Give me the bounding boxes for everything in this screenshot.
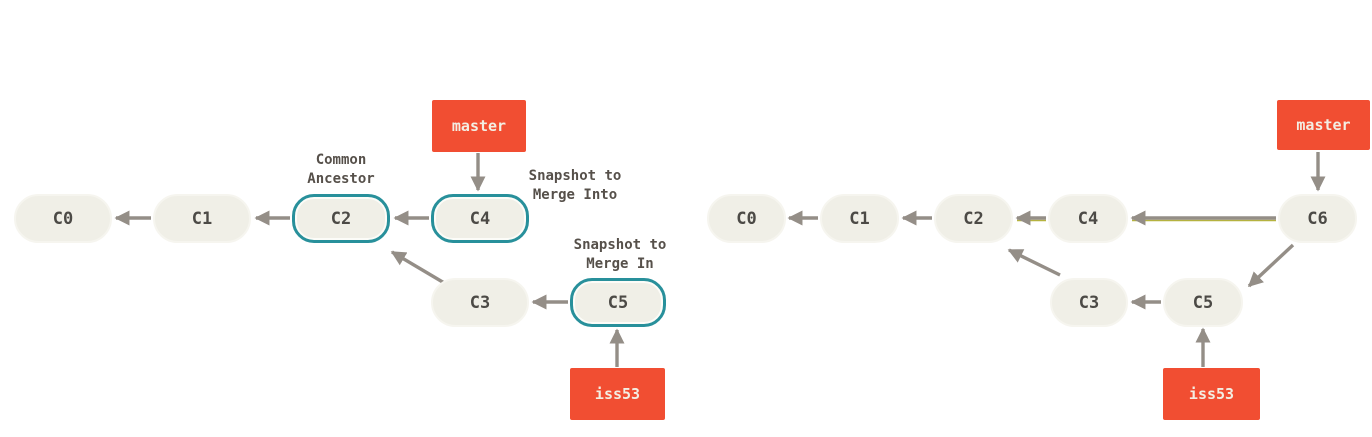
edge-arrow-C3-to-C2 (390, 250, 447, 286)
commit-node-C5: C5 (1163, 278, 1243, 327)
commit-label: C2 (330, 208, 352, 229)
commit-label: C1 (191, 208, 213, 229)
commit-node-C0: C0 (14, 194, 112, 243)
commit-label: C3 (469, 292, 491, 313)
annotation-line: Snapshot to (573, 237, 667, 253)
annotation-line: Common (315, 152, 367, 168)
commit-node-C4: C4 (431, 194, 529, 243)
commit-label: C0 (736, 208, 757, 229)
commit-label: C4 (1077, 208, 1099, 229)
annotation-line: Merge Into (532, 187, 618, 203)
annotation-line: Ancestor (307, 171, 375, 187)
commit-node-C1: C1 (820, 194, 899, 243)
commit-node-C3: C3 (431, 278, 529, 327)
commit-node-C2: C2 (292, 194, 390, 243)
annotation-snapshot-to-merge-into: Snapshot to Merge Into (515, 167, 635, 205)
commit-node-C2: C2 (934, 194, 1013, 243)
branch-name: iss53 (594, 385, 641, 403)
branch-pointer-master: master (432, 100, 526, 152)
commit-label: C1 (849, 208, 870, 229)
annotation-line: Merge In (586, 256, 654, 272)
commit-node-C5: C5 (570, 278, 666, 327)
annotation-line: Snapshot to (528, 168, 622, 184)
edge-arrow-C3-to-C2 (1007, 248, 1061, 277)
branch-name: iss53 (1188, 385, 1235, 403)
commit-node-C3: C3 (1050, 278, 1128, 327)
branch-name: master (451, 117, 507, 135)
commit-label: C6 (1307, 208, 1328, 229)
commit-label: C2 (963, 208, 984, 229)
commit-label: C5 (1192, 292, 1214, 313)
commit-label: C3 (1078, 292, 1100, 313)
branch-pointer-master: master (1277, 100, 1370, 150)
branch-name: master (1296, 116, 1351, 134)
commit-node-C6: C6 (1278, 194, 1357, 243)
branch-pointer-iss53: iss53 (570, 368, 665, 420)
commit-label: C0 (52, 208, 74, 229)
commit-label: C5 (607, 292, 629, 313)
commit-node-C1: C1 (153, 194, 251, 243)
branch-pointer-iss53: iss53 (1163, 368, 1260, 420)
edge-arrow-C6-to-C5 (1247, 243, 1295, 288)
commit-label: C4 (469, 208, 491, 229)
annotation-snapshot-to-merge-in: Snapshot to Merge In (560, 236, 680, 274)
commit-node-C0: C0 (707, 194, 786, 243)
commit-node-C4: C4 (1048, 194, 1128, 243)
